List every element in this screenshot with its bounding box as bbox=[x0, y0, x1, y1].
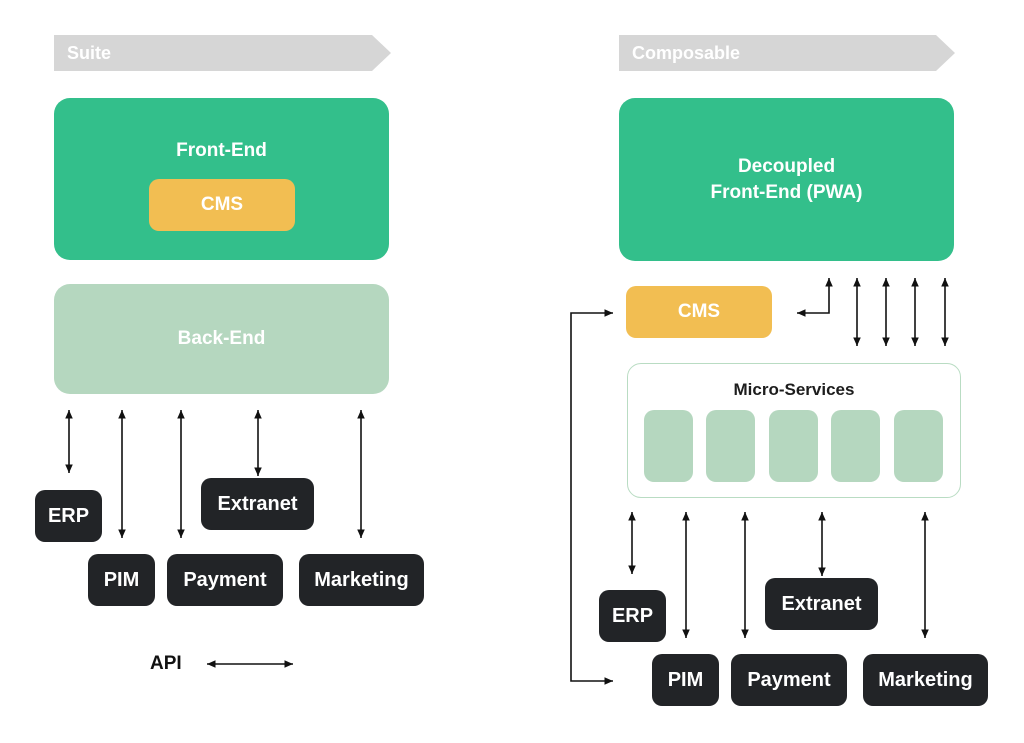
composable-front-end-box: Decoupled Front-End (PWA) bbox=[619, 98, 954, 261]
composable-front-end-line2: Front-End (PWA) bbox=[710, 181, 863, 203]
suite-cms-box: CMS bbox=[149, 179, 295, 231]
suite-pim-pill: PIM bbox=[88, 554, 155, 606]
arrow-fe-cms bbox=[797, 278, 833, 317]
suite-payment-pill: Payment bbox=[167, 554, 283, 606]
micro-services-label: Micro-Services bbox=[733, 380, 855, 399]
composable-cms-label: CMS bbox=[677, 301, 721, 322]
composable-cms-box: CMS bbox=[626, 286, 772, 338]
composable-banner-label: Composable bbox=[632, 43, 741, 63]
suite-back-end-box: Back-End bbox=[54, 284, 389, 394]
banner-arrow-shape bbox=[619, 35, 955, 71]
banner-arrow-shape bbox=[54, 35, 391, 71]
composable-banner: Composable bbox=[619, 35, 955, 71]
suite-banner: Suite bbox=[54, 35, 391, 71]
composable-extranet-label: Extranet bbox=[781, 592, 862, 615]
micro-service-2 bbox=[706, 410, 755, 482]
suite-front-end-label: Front-End bbox=[176, 140, 267, 161]
suite-payment-label: Payment bbox=[183, 568, 267, 591]
composable-pim-pill: PIM bbox=[652, 654, 719, 706]
composable-front-end-line1: Decoupled bbox=[737, 155, 836, 177]
composable-marketing-pill: Marketing bbox=[863, 654, 988, 706]
micro-service-3 bbox=[769, 410, 818, 482]
suite-marketing-pill: Marketing bbox=[299, 554, 424, 606]
composable-extranet-pill: Extranet bbox=[765, 578, 878, 630]
micro-services-container: Micro-Services bbox=[627, 363, 961, 498]
suite-banner-label: Suite bbox=[67, 43, 112, 63]
suite-cms-label: CMS bbox=[200, 194, 244, 215]
micro-service-1 bbox=[644, 410, 693, 482]
api-legend-label: API bbox=[150, 653, 182, 674]
suite-pim-label: PIM bbox=[103, 568, 140, 591]
suite-erp-pill: ERP bbox=[35, 490, 102, 542]
suite-back-end-label: Back-End bbox=[177, 328, 266, 349]
suite-front-end-box: Front-End CMS bbox=[54, 98, 389, 260]
micro-service-5 bbox=[894, 410, 943, 482]
composable-payment-label: Payment bbox=[747, 668, 831, 691]
composable-payment-pill: Payment bbox=[731, 654, 847, 706]
composable-erp-label: ERP bbox=[611, 604, 654, 627]
micro-service-4 bbox=[831, 410, 880, 482]
suite-marketing-label: Marketing bbox=[314, 568, 409, 591]
suite-extranet-pill: Extranet bbox=[201, 478, 314, 530]
composable-pim-label: PIM bbox=[667, 668, 704, 691]
composable-erp-pill: ERP bbox=[599, 590, 666, 642]
composable-marketing-label: Marketing bbox=[878, 668, 973, 691]
suite-erp-label: ERP bbox=[47, 504, 90, 527]
suite-extranet-label: Extranet bbox=[217, 492, 298, 515]
